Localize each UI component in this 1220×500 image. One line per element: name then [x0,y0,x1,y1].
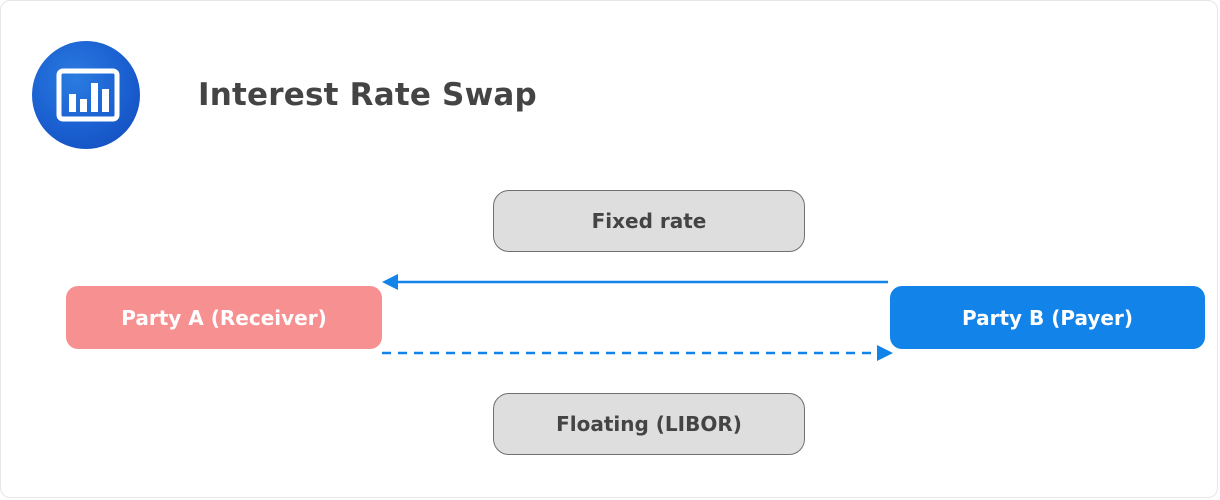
floating-rate-label: Floating (LIBOR) [493,393,805,455]
fixed-rate-label: Fixed rate [493,190,805,252]
page-title: Interest Rate Swap [198,77,537,113]
logo [32,41,140,149]
bar-chart-icon [56,68,120,122]
party-a-box: Party A (Receiver) [66,286,382,349]
fixed-rate-arrowhead [382,274,398,290]
floating-rate-arrowhead [877,345,893,361]
party-b-box: Party B (Payer) [890,286,1205,349]
